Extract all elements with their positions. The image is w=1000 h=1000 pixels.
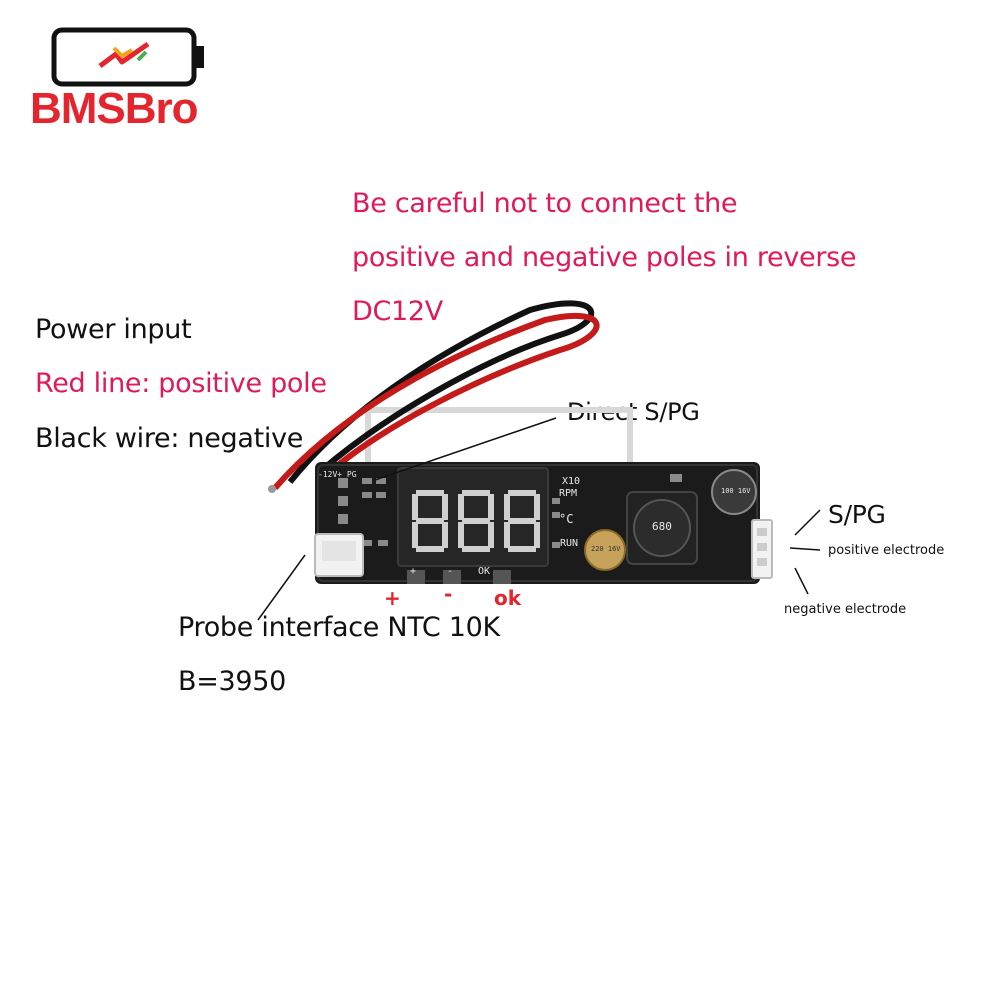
warning-line-2: positive and negative poles in reverse [352,242,857,273]
silk-plus: + [410,566,417,577]
lightning-icon [98,41,150,68]
spg-label: S/PG [828,500,886,529]
warning-line-1: Be careful not to connect the [352,188,738,219]
capacitor-large [711,469,757,515]
label-rpm: RPM [559,488,578,499]
button-ok-label: ok [494,586,522,610]
negative-electrode-label: negative electrode [784,602,907,617]
smd-components [338,474,682,548]
power-input-title: Power input [35,314,192,345]
pointer-lines [257,417,821,621]
probe-interface-label: Probe interface NTC 10K [178,612,500,643]
label-pins: -12V+ PG [318,470,357,479]
positive-electrode-label: positive electrode [828,543,945,558]
battery-icon [51,27,204,87]
label-celsius: °C [559,512,574,526]
silk-minus: - [447,566,454,577]
button-plus-switch[interactable] [407,570,425,584]
display-digits [412,490,540,552]
label-cap-large: 100 16V [721,487,751,495]
button-plus-label: + [384,586,401,610]
capacitor-small [584,529,626,571]
power-wires [268,300,600,493]
label-inductor: 680 [652,520,672,533]
brand-logo-text: BMSBro [30,84,199,133]
warning-voltage: DC12V [352,296,443,327]
silk-ok: OK [478,566,491,577]
red-line-label: Red line: positive pole [35,368,327,399]
label-run: RUN [560,538,579,549]
label-cap-small: 220 16V [591,545,621,553]
label-x10: X10 [562,476,581,487]
button-minus-label: - [444,582,453,606]
probe-b-value-label: B=3950 [178,666,287,697]
black-wire-label: Black wire: negative [35,423,304,454]
button-ok-switch[interactable] [493,570,511,584]
button-minus-switch[interactable] [443,570,461,584]
